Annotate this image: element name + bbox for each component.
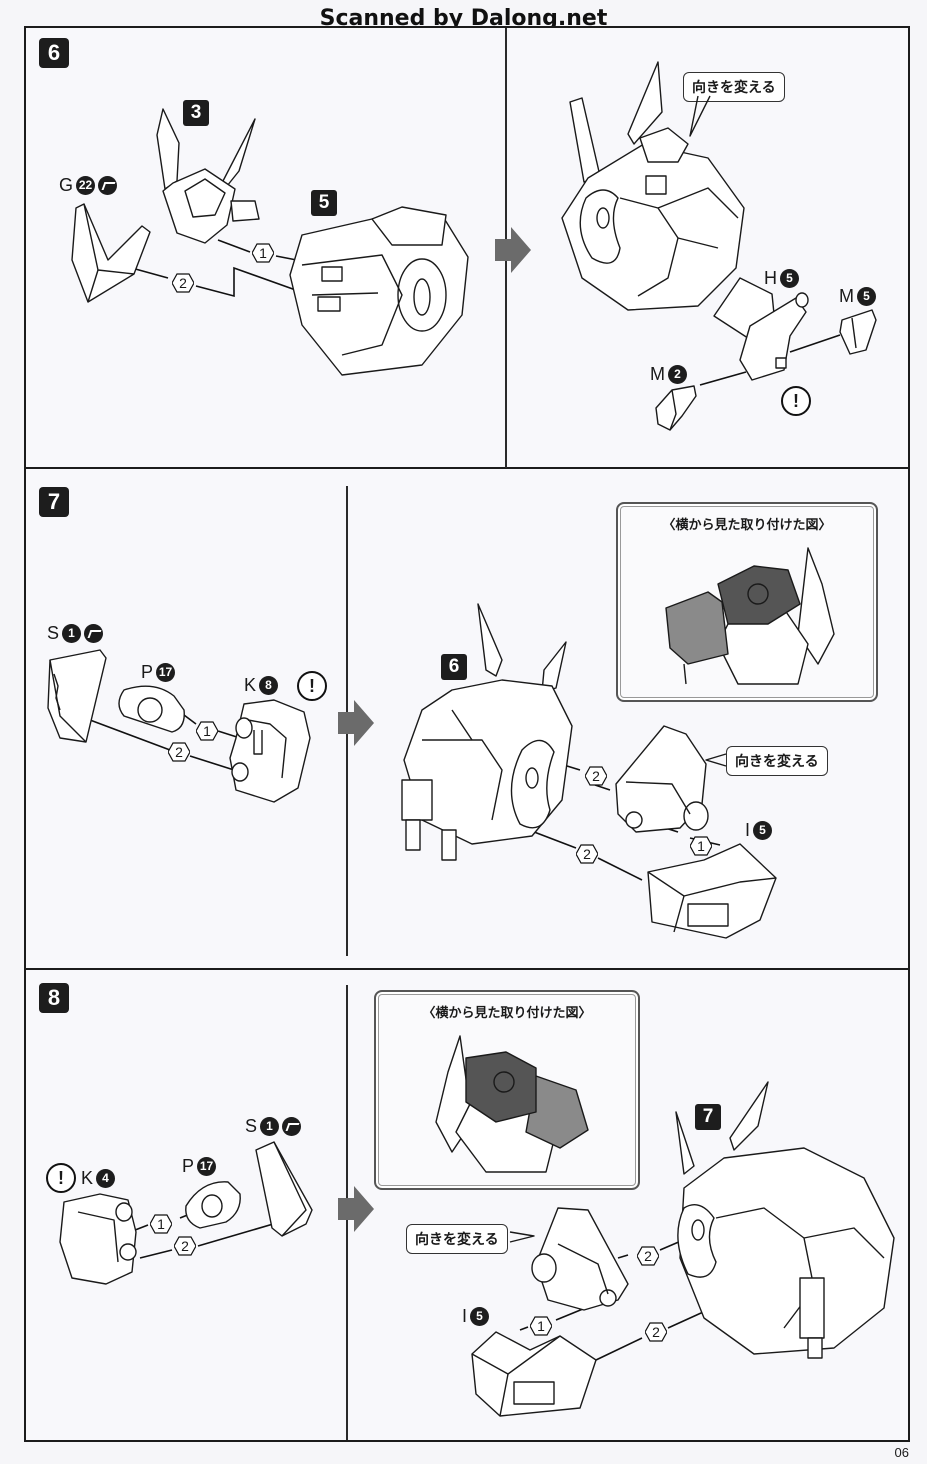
- order-marker: 1: [150, 1214, 172, 1234]
- inset-title: 〈横から見た取り付けた図〉: [422, 1006, 592, 1021]
- part-number-badge: 2: [668, 365, 687, 384]
- order-marker: 1: [196, 721, 218, 741]
- part-letter: S: [47, 623, 60, 643]
- part-S1-illustration: [255, 1141, 313, 1237]
- part-letter: G: [59, 175, 74, 195]
- order-marker: 2: [168, 742, 190, 762]
- assembled-head-illustration: [675, 1081, 895, 1359]
- part-number-badge: 4: [96, 1169, 116, 1188]
- nipper-cut-icon: [98, 176, 118, 195]
- part-number-badge: 17: [197, 1157, 217, 1176]
- part-M2-illustration: [655, 385, 697, 431]
- part-G22-illustration: [71, 203, 151, 303]
- part-number-badge: 5: [753, 821, 773, 840]
- order-marker: 2: [576, 844, 598, 864]
- part-number-badge: 5: [857, 287, 876, 306]
- order-marker: 1: [690, 836, 712, 856]
- step-number-badge: 7: [39, 487, 69, 517]
- part-P17-illustration: [185, 1181, 241, 1229]
- part-letter: M: [650, 364, 665, 384]
- part-letter: P: [182, 1156, 195, 1176]
- part-P17-illustration: [118, 685, 185, 733]
- next-step-arrow-icon: [495, 227, 531, 273]
- caution-icon: !: [46, 1163, 76, 1193]
- part-S1-illustration: [47, 649, 107, 743]
- subassembly-5-illustration: [289, 206, 469, 376]
- part-M5-illustration: [839, 309, 877, 355]
- part-letter: I: [462, 1306, 468, 1326]
- part-H5-illustration: [713, 277, 809, 381]
- part-number-badge: 22: [76, 176, 96, 195]
- subassembly-3-illustration: [156, 108, 260, 244]
- side-view-illustration: [435, 1035, 589, 1173]
- inset-title: 〈横から見た取り付けた図〉: [662, 518, 832, 533]
- part-number-badge: 1: [62, 624, 82, 643]
- callout-pointer: [509, 1231, 535, 1243]
- part-label-I5: I 5: [462, 1306, 490, 1327]
- part-number-badge: 17: [156, 663, 176, 682]
- callout-change-orientation: 向きを変える: [683, 72, 785, 102]
- part-letter: S: [245, 1116, 258, 1136]
- part-number-badge: 5: [470, 1307, 490, 1326]
- part-label-M5: M 5: [839, 286, 876, 307]
- next-step-arrow-icon: [338, 700, 374, 746]
- caution-icon: !: [297, 671, 327, 701]
- assembled-head-illustration: [561, 61, 745, 311]
- order-marker: 2: [645, 1322, 667, 1342]
- part-letter: K: [244, 675, 257, 695]
- subassembly-badge: 5: [311, 190, 337, 216]
- part-number-badge: 8: [259, 676, 279, 695]
- callout-change-orientation: 向きを変える: [406, 1224, 508, 1254]
- nipper-cut-icon: [84, 624, 104, 643]
- part-label-G22: G 22: [59, 175, 118, 196]
- part-letter: I: [745, 820, 751, 840]
- assembled-head-illustration: [401, 603, 573, 861]
- order-marker: 1: [530, 1316, 552, 1336]
- side-view-inset: 〈横から見た取り付けた図〉: [374, 990, 640, 1190]
- part-label-M2: M 2: [650, 364, 687, 385]
- caution-icon: !: [781, 386, 811, 416]
- part-K-assembly-illustration: [531, 1207, 629, 1311]
- part-number-badge: 1: [260, 1117, 280, 1136]
- subassembly-badge: 7: [695, 1104, 721, 1130]
- part-label-K8: K 8: [244, 675, 279, 696]
- callout-change-orientation: 向きを変える: [726, 746, 828, 776]
- part-label-S1: S 1: [47, 623, 104, 644]
- part-label-K4: K 4: [81, 1168, 116, 1189]
- part-letter: K: [81, 1168, 94, 1188]
- part-label-S1: S 1: [245, 1116, 302, 1137]
- order-marker: 2: [174, 1236, 196, 1256]
- part-K4-illustration: [59, 1193, 137, 1285]
- order-marker: 2: [585, 766, 607, 786]
- order-marker: 2: [172, 273, 194, 293]
- nipper-cut-icon: [282, 1117, 302, 1136]
- part-K8-illustration: [229, 699, 311, 803]
- part-label-P17: P 17: [182, 1156, 217, 1177]
- next-step-arrow-icon: [338, 1186, 374, 1232]
- part-letter: H: [764, 268, 777, 288]
- part-K-assembly-illustration: [615, 725, 709, 833]
- part-I5-illustration: [647, 843, 777, 939]
- step-divider: [24, 968, 910, 970]
- step-divider: [24, 467, 910, 469]
- step-number-badge: 6: [39, 38, 69, 68]
- part-letter: M: [839, 286, 854, 306]
- side-view-illustration: [665, 547, 835, 685]
- callout-pointer: [689, 95, 711, 137]
- part-letter: P: [141, 662, 154, 682]
- part-label-P17: P 17: [141, 662, 176, 683]
- part-label-H5: H 5: [764, 268, 799, 289]
- subassembly-badge: 6: [441, 654, 467, 680]
- part-I5-illustration: [471, 1331, 597, 1417]
- part-label-I5: I 5: [745, 820, 773, 841]
- callout-pointer: [705, 753, 727, 767]
- order-marker: 1: [252, 243, 274, 263]
- step-number-badge: 8: [39, 983, 69, 1013]
- side-view-inset: 〈横から見た取り付けた図〉: [616, 502, 878, 702]
- part-number-badge: 5: [780, 269, 799, 288]
- subassembly-badge: 3: [183, 100, 209, 126]
- order-marker: 2: [637, 1246, 659, 1266]
- page-number: 06: [894, 1445, 909, 1460]
